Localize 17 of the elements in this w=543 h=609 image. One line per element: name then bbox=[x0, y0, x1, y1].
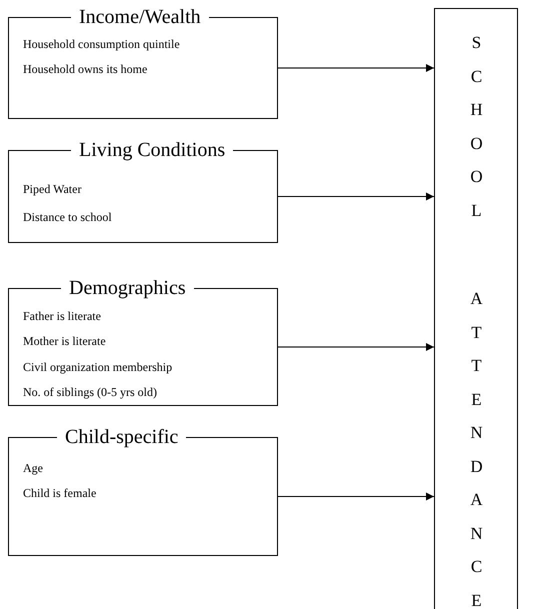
factor-item: Civil organization membership bbox=[23, 360, 172, 374]
factor-item: Child is female bbox=[23, 486, 96, 500]
factor-item: Household consumption quintile bbox=[23, 37, 180, 51]
factor-item: Age bbox=[23, 461, 43, 475]
factor-item: Household owns its home bbox=[23, 62, 148, 76]
arrow bbox=[278, 64, 434, 72]
vertical-label: ATTENDANCE bbox=[469, 288, 484, 609]
vertical-label: SCHOOL bbox=[469, 32, 484, 222]
factor-item: Distance to school bbox=[23, 210, 112, 224]
arrow bbox=[278, 343, 434, 351]
factor-item: Father is literate bbox=[23, 309, 101, 323]
factor-item: Mother is literate bbox=[23, 334, 106, 348]
outcome-box bbox=[434, 8, 518, 609]
arrow bbox=[278, 492, 434, 500]
factor-item: No. of siblings (0-5 yrs old) bbox=[23, 385, 157, 399]
factor-item: Piped Water bbox=[23, 182, 82, 196]
arrow bbox=[278, 192, 434, 200]
